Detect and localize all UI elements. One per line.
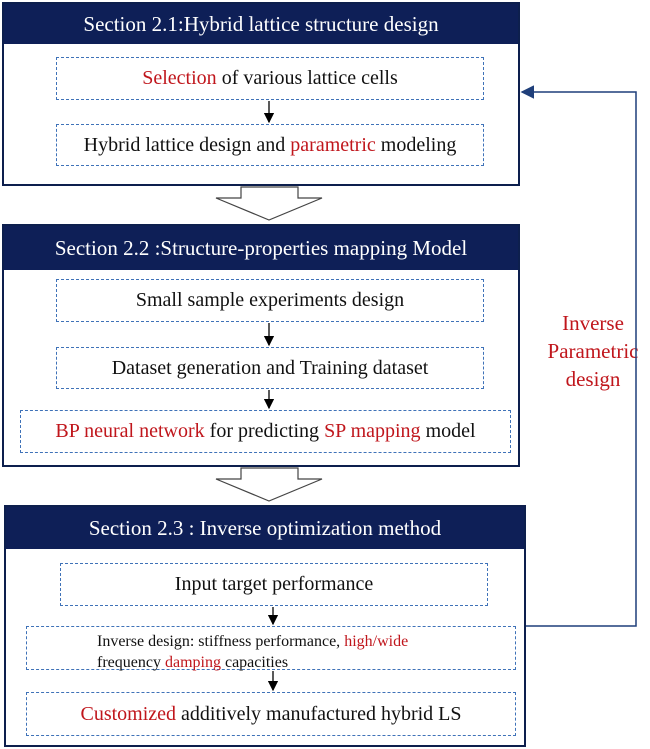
step-text-4: BP neural network for predicting SP mapp… xyxy=(55,420,475,443)
step-text-0: Selection of various lattice cells xyxy=(142,67,397,90)
text-plain: capacities xyxy=(220,654,289,671)
inverse-design-line-2: frequency damping capacities xyxy=(27,652,515,673)
step-bp-network: BP neural network for predicting SP mapp… xyxy=(20,410,511,453)
step-text-1: Hybrid lattice design and parametric mod… xyxy=(84,134,457,157)
step-dataset: Dataset generation and Training dataset xyxy=(56,347,484,389)
highlight-bp-network: BP neural network xyxy=(55,420,205,442)
feedback-loop-line xyxy=(520,85,637,627)
text-plain: frequency xyxy=(97,654,165,671)
section-2-3-title: Section 2.3 : Inverse optimization metho… xyxy=(6,507,524,549)
highlight-customized: Customized xyxy=(80,702,177,725)
section-2-2-title: Section 2.2 :Structure-properties mappin… xyxy=(4,226,518,270)
step-customized: Customized additively manufactured hybri… xyxy=(26,692,516,736)
text-plain: Hybrid lattice design and xyxy=(83,133,291,156)
step-small-sample: Small sample experiments design xyxy=(56,279,484,322)
feedback-label-line-3: design xyxy=(565,367,621,391)
text-plain: for predicting xyxy=(204,420,325,442)
block-arrow-2 xyxy=(215,467,323,502)
step-text-3: Dataset generation and Training dataset xyxy=(111,356,429,379)
text-plain: modeling xyxy=(375,133,457,156)
step-input-target: Input target performance xyxy=(60,563,488,606)
step-hybrid-design: Hybrid lattice design and parametric mod… xyxy=(56,124,484,166)
inverse-design-line-1: Inverse design: stiffness performance, h… xyxy=(27,627,515,652)
step-text-2: Small sample experiments design xyxy=(135,289,405,311)
text-plain: additively manufactured hybrid LS xyxy=(176,702,462,725)
feedback-label-line-1: Inverse xyxy=(562,311,624,335)
section-2-1-title: Section 2.1:Hybrid lattice structure des… xyxy=(4,4,518,44)
feedback-label: Inverse Parametric design xyxy=(528,309,650,393)
step-text-7: Customized additively manufactured hybri… xyxy=(80,703,461,726)
step-inverse-design: Inverse design: stiffness performance, h… xyxy=(26,626,516,673)
highlight-selection: Selection xyxy=(142,67,217,89)
highlight-sp-mapping: SP mapping xyxy=(324,420,421,442)
text-plain: of various lattice cells xyxy=(216,67,398,89)
text-plain: Inverse design: stiffness performance, xyxy=(97,633,345,650)
feedback-label-line-2: Parametric xyxy=(547,339,639,363)
step-selection-cells: Selection of various lattice cells xyxy=(56,57,484,100)
highlight-damping: damping xyxy=(164,654,221,671)
highlight-parametric: parametric xyxy=(290,133,376,156)
text-plain: model xyxy=(420,420,476,442)
block-arrow-1 xyxy=(215,186,323,221)
step-text-5: Input target performance xyxy=(174,573,374,595)
highlight-high-wide: high/wide xyxy=(344,633,409,650)
